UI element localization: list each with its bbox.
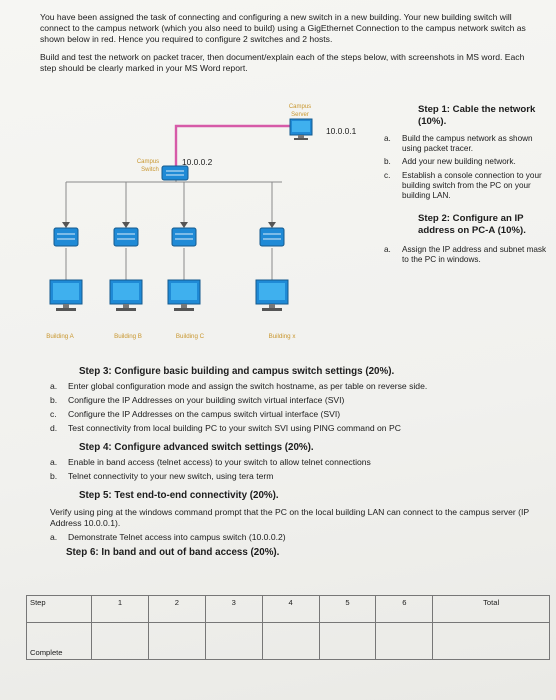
step-col-3: 3: [204, 595, 263, 623]
pc-building-b-icon[interactable]: [109, 279, 143, 311]
step4-title: Step 4: Configure advanced switch settin…: [79, 442, 314, 453]
row-label-complete: Complete: [26, 622, 92, 660]
step3-item-b: b.Configure the IP Addresses on your bui…: [50, 395, 345, 405]
intro-paragraph-2: Build and test the network on packet tra…: [40, 51, 525, 73]
step1-item-b: b.Add your new building network.: [384, 157, 516, 167]
campus-server-label: Campus: [289, 104, 311, 110]
complete-cell-4[interactable]: [261, 622, 320, 660]
step5-verify-text: Verify using ping at the windows command…: [50, 507, 529, 528]
complete-cell-1[interactable]: [91, 622, 149, 660]
step-col-1: 1: [91, 595, 149, 623]
campus-switch-icon[interactable]: [161, 165, 189, 181]
step3-title: Step 3: Configure basic building and cam…: [79, 366, 395, 377]
step1-item-c: c.Establish a console connection to your…: [384, 170, 542, 201]
total-col: Total: [432, 595, 550, 623]
step3-item-c: c.Configure the IP Addresses on the camp…: [50, 409, 341, 419]
complete-cell-total[interactable]: [432, 622, 550, 660]
step-col-2: 2: [147, 595, 206, 623]
step-col-6: 6: [375, 595, 434, 623]
building-label-a: Building A: [46, 333, 74, 340]
campus-server-label-2: Server: [291, 112, 309, 118]
complete-cell-3[interactable]: [204, 622, 263, 660]
complete-cell-6[interactable]: [375, 622, 434, 660]
progress-table: Step 1 2 3 4 5 6 Total Complete: [26, 595, 550, 660]
right-column-steps: Step 1: Cable the network (10%). a.Build…: [384, 104, 554, 269]
step1-title: Step 1: Cable the network (10%).: [418, 104, 536, 127]
step4-item-a: a.Enable in band access (telnet access) …: [50, 457, 371, 467]
complete-cell-5[interactable]: [318, 622, 377, 660]
step6-title: Step 6: In band and out of band access (…: [66, 547, 280, 558]
bottom-steps: Step 3: Configure basic building and cam…: [50, 358, 550, 558]
step4-item-b: b.Telnet connectivity to your new switch…: [50, 471, 274, 481]
svg-text:Switch: Switch: [141, 167, 159, 173]
step-col-5: 5: [318, 595, 377, 623]
building-switch-c-icon[interactable]: [171, 227, 197, 247]
step2-title: Step 2: Configure an IP address on PC-A …: [418, 213, 526, 237]
building-label-x: Building x: [269, 333, 297, 340]
building-switch-x-icon[interactable]: [259, 227, 285, 247]
table-row: Step 1 2 3 4 5 6 Total: [26, 595, 550, 623]
step5-item-a: a.Demonstrate Telnet access into campus …: [50, 532, 286, 542]
pc-building-a-icon[interactable]: [49, 279, 83, 311]
svg-text:Campus: Campus: [137, 159, 159, 165]
complete-cell-2[interactable]: [147, 622, 206, 660]
step2-item-a: a.Assign the IP address and subnet mask …: [384, 245, 547, 265]
step3-item-d: d.Test connectivity from local building …: [50, 423, 401, 433]
pc-building-x-icon[interactable]: [255, 279, 289, 311]
step3-item-a: a.Enter global configuration mode and as…: [50, 381, 428, 391]
row-label-step: Step: [26, 595, 92, 623]
building-switch-a-icon[interactable]: [53, 227, 79, 247]
step5-title: Step 5: Test end-to-end connectivity (20…: [79, 490, 279, 501]
network-diagram: Campus Server 10.0.0.1 Campus Switch 10.…: [46, 104, 357, 340]
intro-text: You have been assigned the task of conne…: [40, 12, 536, 80]
step1-item-a: a.Build the campus network as shown usin…: [384, 134, 533, 154]
pc-building-c-icon[interactable]: [167, 279, 201, 311]
campus-server-icon[interactable]: [289, 118, 313, 140]
step-col-4: 4: [261, 595, 320, 623]
building-switch-b-icon[interactable]: [113, 227, 139, 247]
switch-ip-label: 10.0.0.2: [182, 157, 213, 167]
building-label-b: Building B: [114, 333, 142, 340]
table-row: Complete: [26, 622, 550, 660]
gig-link-red: [174, 124, 290, 170]
building-label-c: Building C: [176, 333, 205, 340]
intro-paragraph-1: You have been assigned the task of conne…: [40, 12, 526, 45]
server-ip-label: 10.0.0.1: [326, 126, 357, 136]
